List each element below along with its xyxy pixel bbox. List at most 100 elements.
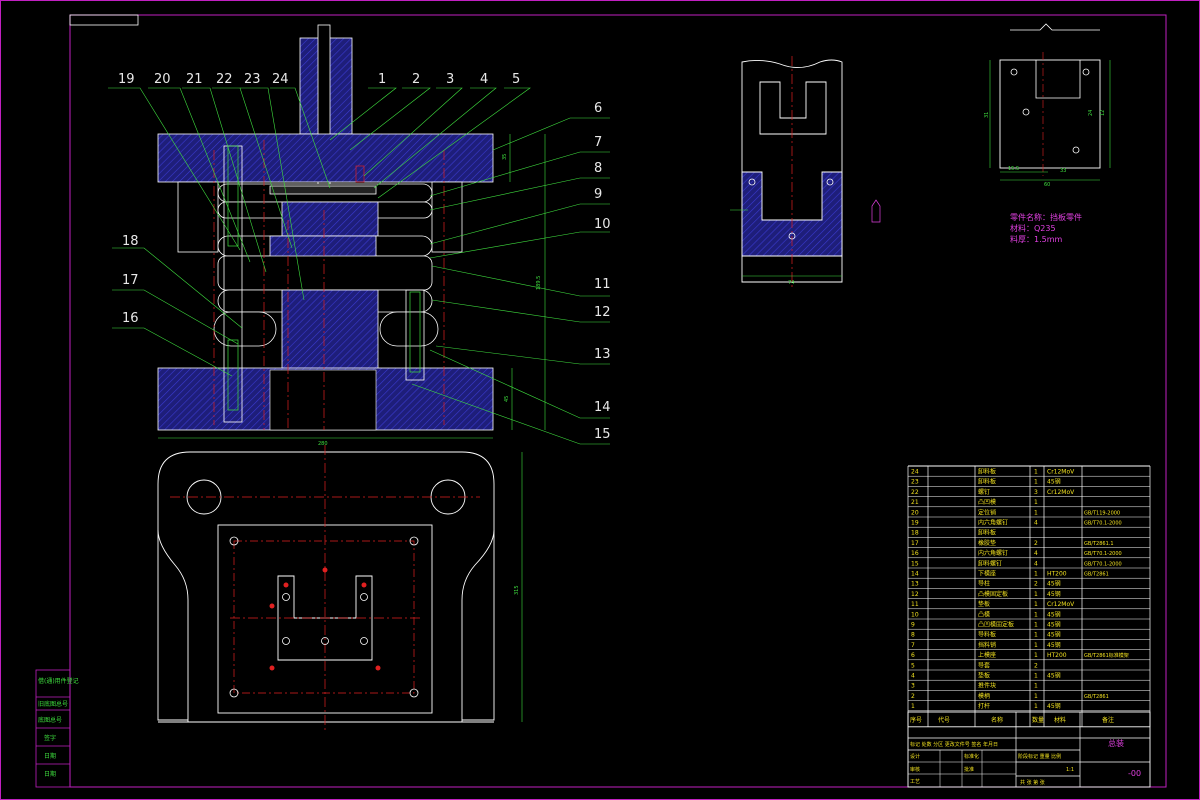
side-lower-block — [741, 171, 843, 257]
bom-row-name: 导料板 — [978, 631, 996, 639]
bom-row-qty: 4 — [1034, 560, 1038, 567]
bom-row-material: 45钢 — [1047, 621, 1061, 629]
bom-row-material: 45钢 — [1047, 610, 1061, 618]
pierce-hole — [360, 593, 368, 601]
title-check: 审核 — [910, 766, 920, 773]
bom-row-note: GB/T70.1-2000 — [1084, 551, 1122, 557]
pierce-hole — [282, 637, 290, 645]
label-6: 6 — [594, 101, 602, 116]
title-drawing-no: -00 — [1128, 769, 1141, 778]
bom-row-material: 45钢 — [1047, 478, 1061, 486]
bom-row-name: 凸模固定板 — [978, 590, 1008, 598]
title-standard: 标准化 — [964, 753, 979, 760]
guide-pillar-right — [405, 289, 425, 381]
margin-borrow-register: 借(通)用件登记 — [38, 677, 79, 685]
label-14: 14 — [594, 400, 611, 415]
plan-view — [157, 445, 523, 730]
label-23: 23 — [244, 72, 261, 87]
bom-row-qty: 1 — [1034, 683, 1038, 690]
bom-row-name: 凸凹模 — [978, 498, 996, 506]
dim-base-width: 280 — [318, 441, 328, 447]
dim-plan-height: 315 — [514, 585, 520, 595]
bom-row-qty: 1 — [1034, 622, 1038, 629]
bom-row-no: 12 — [911, 591, 919, 598]
label-1: 1 — [378, 72, 386, 87]
part-hole — [1072, 146, 1080, 154]
title-change-row: 标记 处数 分区 更改文件号 签名 年月日 — [910, 741, 998, 748]
title-process: 工艺 — [910, 779, 920, 785]
title-block — [907, 711, 1151, 788]
bom-row-qty: 1 — [1034, 469, 1038, 476]
bom-row-material: 45钢 — [1047, 641, 1061, 649]
bom-row-name: 定位销 — [978, 508, 996, 516]
label-2: 2 — [412, 72, 420, 87]
bom-row-material: Cr12MoV — [1047, 489, 1075, 496]
label-24: 24 — [272, 72, 289, 87]
label-21: 21 — [186, 72, 203, 87]
bom-row-name: 卸料板 — [978, 468, 996, 476]
bom-row-name: 模柄 — [978, 692, 990, 700]
bom-row-note: GB/T119-2000 — [1084, 510, 1120, 516]
title-design: 设计 — [910, 753, 920, 760]
guide-bush-right — [431, 181, 463, 253]
label-19: 19 — [118, 72, 135, 87]
ejector-plate — [269, 185, 377, 195]
bom-row-qty: 4 — [1034, 520, 1038, 527]
rubber-right — [379, 311, 439, 347]
bom-row-qty: 1 — [1034, 499, 1038, 506]
label-12: 12 — [594, 305, 611, 320]
bom-header-cell: 数量 — [1032, 716, 1044, 724]
bom-row-note: GB/T2861 — [1084, 694, 1109, 700]
side-hole — [788, 232, 796, 240]
bom-row-note: GB/T2861标准模架 — [1084, 652, 1129, 659]
plan-lower-left — [157, 530, 188, 721]
bom-header-cell: 材料 — [1054, 716, 1066, 724]
bom-row-qty: 2 — [1034, 581, 1038, 588]
dim-top-plate: 35 — [502, 154, 508, 160]
margin-date: 日期 — [44, 752, 56, 760]
bom-row-no: 17 — [911, 540, 919, 547]
bom-row-material: 45钢 — [1047, 672, 1061, 680]
label-22: 22 — [216, 72, 233, 87]
pilot-pin — [269, 603, 275, 609]
bom-row-name: 垫板 — [978, 600, 990, 608]
part-dim-inner: 24 — [1088, 110, 1094, 116]
bom-row-qty: 2 — [1034, 540, 1038, 547]
bom-row-qty: 1 — [1034, 479, 1038, 486]
screw-b — [227, 339, 239, 411]
bom-row-name: 内六角螺钉 — [978, 549, 1008, 557]
title-drawing-name: 总装 — [1108, 738, 1124, 748]
part-dim-total: 60 — [1044, 182, 1050, 188]
bom-row-no: 24 — [911, 469, 919, 476]
bom-row-note: GB/T70.1-2000 — [1084, 561, 1122, 567]
side-margin-table — [35, 669, 71, 788]
bom-row-qty: 1 — [1034, 571, 1038, 578]
bom-row-no: 7 — [911, 642, 915, 649]
leader-lines — [108, 87, 610, 445]
bom-row-material: Cr12MoV — [1047, 469, 1075, 476]
margin-old-drawing-no: 旧底图总号 — [38, 700, 68, 708]
bom-row-name: 卸料螺钉 — [978, 559, 1002, 567]
bom-row-name: 内六角螺钉 — [978, 519, 1008, 527]
label-8: 8 — [594, 161, 602, 176]
label-18: 18 — [122, 234, 139, 249]
screw-c — [409, 291, 421, 373]
bom-row-name: 卸料板 — [978, 529, 996, 537]
part-dim-height: 31 — [984, 112, 990, 118]
pilot-pin — [361, 582, 367, 588]
label-11: 11 — [594, 277, 611, 292]
label-16: 16 — [122, 311, 139, 326]
die-plate-bolt-pattern — [233, 540, 415, 694]
dim-bottom-plate: 45 — [504, 396, 510, 402]
label-3: 3 — [446, 72, 454, 87]
part-notch — [1035, 60, 1081, 99]
bom-row-no: 10 — [911, 611, 919, 618]
bom-row-qty: 1 — [1034, 591, 1038, 598]
part-drawing — [989, 23, 1111, 181]
rubber-left — [213, 311, 277, 347]
bom-row-name: 打杆 — [978, 702, 990, 710]
bom-row-qty: 4 — [1034, 550, 1038, 557]
bom-row-qty: 1 — [1034, 601, 1038, 608]
bom-row-no: 5 — [911, 662, 915, 669]
